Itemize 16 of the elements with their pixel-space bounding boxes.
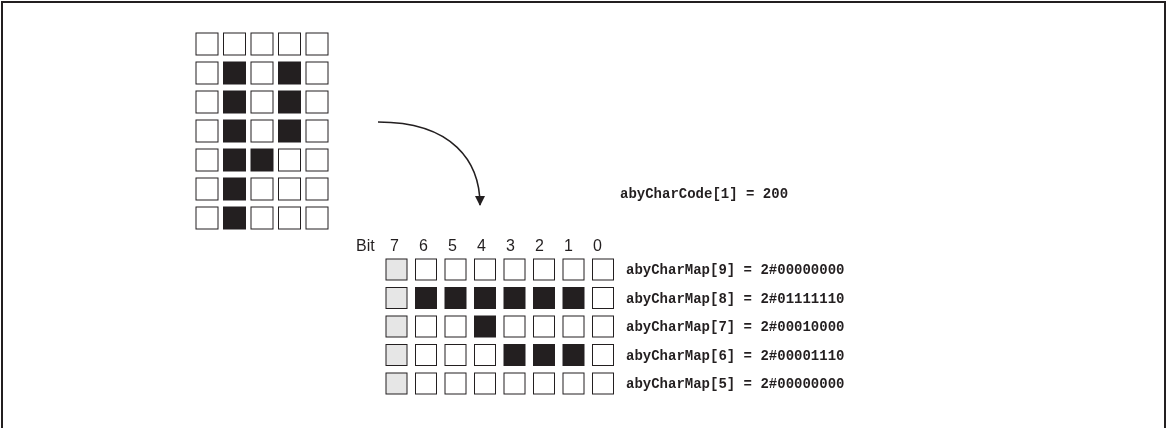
bit-label: Bit	[356, 236, 375, 256]
bit-label: 6	[419, 236, 428, 256]
bit-label: 0	[593, 236, 602, 256]
bit-label: 2	[535, 236, 544, 256]
curved-arrow	[377, 121, 485, 206]
code-label: abyCharMap[5] = 2#00000000	[626, 375, 845, 394]
code-label: abyCharMap[9] = 2#00000000	[626, 261, 845, 280]
code-label: abyCharMap[7] = 2#00010000	[626, 318, 845, 337]
bit-label: 7	[390, 236, 399, 256]
bit-label: 5	[448, 236, 457, 256]
bit-label: 4	[477, 236, 486, 256]
bit-label: 1	[564, 236, 573, 256]
bit-label: 3	[506, 236, 515, 256]
code-label: abyCharCode[1] = 200	[620, 185, 789, 204]
code-label: abyCharMap[8] = 2#01111110	[626, 289, 845, 309]
code-label: abyCharMap[6] = 2#00001110	[626, 346, 845, 366]
